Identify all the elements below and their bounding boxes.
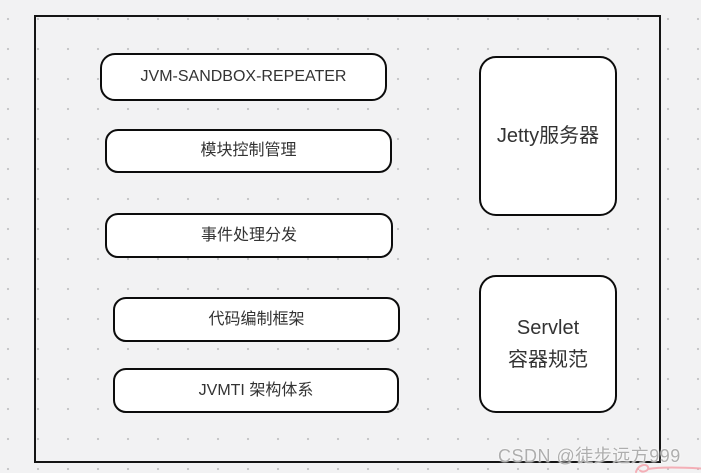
node-label: 代码编制框架 (208, 310, 305, 328)
watermark-scribble-decoration (635, 463, 701, 473)
node-jvmti-architecture: JVMTI 架构体系 (113, 368, 399, 413)
node-label: Jetty服务器 (496, 124, 600, 147)
node-label: JVMTI 架构体系 (198, 381, 314, 399)
node-event-dispatch: 事件处理分发 (105, 213, 393, 258)
node-label-line-1: Servlet (516, 316, 580, 339)
node-label: Servlet 容器规范 (508, 316, 588, 373)
node-label: JVM-SANDBOX-REPEATER (140, 68, 347, 85)
node-label: 模块控制管理 (200, 142, 297, 159)
diagram-outer-frame (34, 15, 661, 463)
node-label-line-2: 容器规范 (508, 348, 588, 371)
node-jetty-server: Jetty服务器 (479, 56, 617, 216)
node-label: 事件处理分发 (200, 226, 297, 244)
node-code-weaving-framework: 代码编制框架 (113, 297, 400, 342)
node-jvm-sandbox-repeater: JVM-SANDBOX-REPEATER (100, 53, 387, 101)
csdn-watermark: CSDN @徒步远方999 (498, 446, 681, 466)
node-servlet-container-spec: Servlet 容器规范 (479, 275, 617, 413)
node-module-control: 模块控制管理 (105, 129, 392, 173)
